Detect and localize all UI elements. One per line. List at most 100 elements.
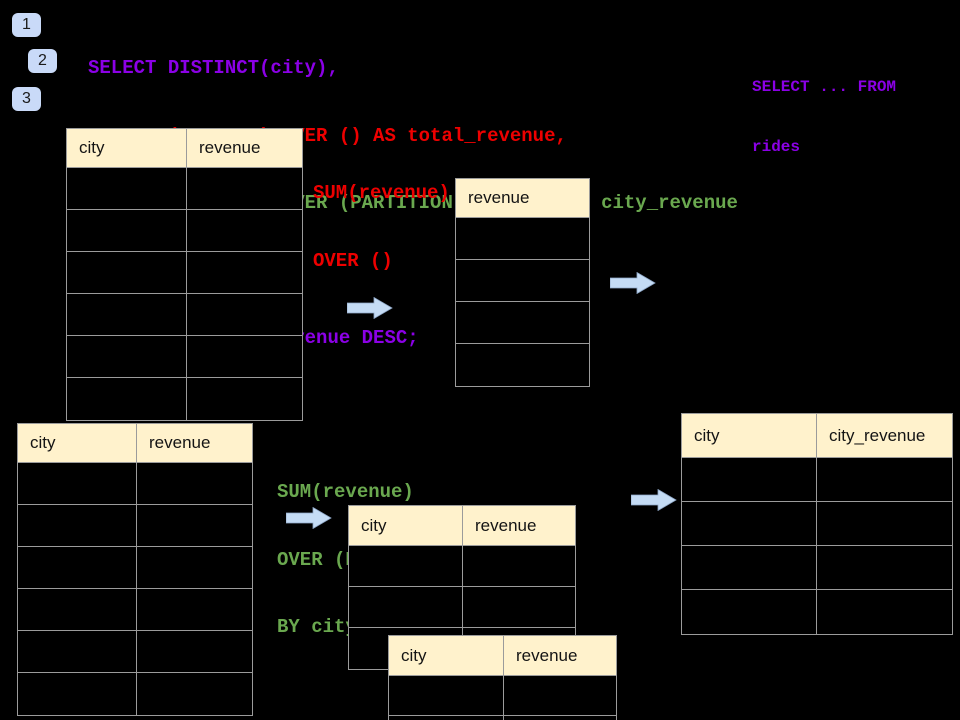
column-header-revenue: revenue bbox=[475, 515, 537, 535]
sql-line-select: SELECT DISTINCT(city), bbox=[88, 57, 339, 79]
step-badge-3-label: 3 bbox=[22, 90, 31, 107]
table-cell bbox=[817, 590, 952, 634]
table-row bbox=[18, 673, 252, 715]
table-cell bbox=[187, 210, 302, 251]
table-cell bbox=[463, 546, 575, 586]
step-badge-1: 1 bbox=[12, 13, 41, 37]
step-badge-2-label: 2 bbox=[38, 52, 47, 69]
table-cell bbox=[349, 587, 463, 627]
column-header-revenue: revenue bbox=[149, 433, 211, 452]
table-cell bbox=[817, 546, 952, 589]
table-row bbox=[682, 546, 952, 590]
column-header-revenue: revenue bbox=[468, 188, 530, 207]
table-cell bbox=[504, 716, 616, 720]
column-header-city-revenue: city_revenue bbox=[829, 425, 926, 445]
table-partition-mid-header: city revenue bbox=[349, 506, 575, 546]
table-cell bbox=[187, 378, 302, 420]
table-revenue-only: revenue bbox=[455, 178, 590, 387]
table-cell bbox=[67, 378, 187, 420]
column-header-revenue: revenue bbox=[199, 138, 261, 157]
table-row bbox=[67, 252, 302, 294]
table-row bbox=[18, 463, 252, 505]
table-cell bbox=[137, 547, 252, 588]
table-row bbox=[18, 505, 252, 547]
column-header-city: city bbox=[389, 636, 504, 675]
table-cell bbox=[187, 294, 302, 335]
table-cell bbox=[682, 502, 817, 545]
sum-over-label: SUM(revenue) OVER () bbox=[313, 137, 450, 317]
table-cell bbox=[18, 547, 137, 588]
table-cell bbox=[349, 546, 463, 586]
sum-partition-label-line1: SUM(revenue) bbox=[277, 481, 414, 503]
table-row bbox=[389, 716, 616, 720]
table-row bbox=[456, 218, 589, 260]
column-header-city: city bbox=[18, 424, 137, 462]
table-cell bbox=[187, 252, 302, 293]
table-cell bbox=[456, 260, 589, 301]
table-cell bbox=[456, 218, 589, 259]
table-row bbox=[682, 502, 952, 546]
step-badge-1-label: 1 bbox=[22, 16, 31, 33]
table-row bbox=[67, 210, 302, 252]
table-row bbox=[18, 547, 252, 589]
table-cell bbox=[817, 458, 952, 501]
select-from-note-line2: rides bbox=[752, 138, 801, 156]
flow-arrow-icon-3 bbox=[286, 507, 332, 529]
table-cell bbox=[18, 673, 137, 715]
column-header-city: city bbox=[67, 129, 187, 167]
flow-arrow-icon-4 bbox=[631, 489, 677, 511]
table-row bbox=[682, 590, 952, 634]
table-cell bbox=[456, 344, 589, 386]
select-from-note-line1: SELECT ... FROM bbox=[752, 78, 897, 96]
table-partition-overlay-header: city revenue bbox=[389, 636, 616, 676]
table-cell bbox=[18, 631, 137, 672]
table-cell bbox=[137, 463, 252, 504]
table-row bbox=[456, 344, 589, 386]
table-cell bbox=[137, 505, 252, 546]
sum-over-label-line2: OVER () bbox=[313, 249, 393, 272]
table-source-bottom: city revenue bbox=[17, 423, 253, 716]
table-row bbox=[349, 587, 575, 628]
table-row bbox=[456, 302, 589, 344]
table-cell bbox=[137, 631, 252, 672]
table-result-header: city city_revenue bbox=[682, 414, 952, 458]
table-partition-overlay: city revenue bbox=[388, 635, 617, 720]
table-row bbox=[67, 168, 302, 210]
table-row bbox=[456, 260, 589, 302]
table-row bbox=[682, 458, 952, 502]
table-row bbox=[18, 631, 252, 673]
column-header-city: city bbox=[349, 506, 463, 545]
table-cell bbox=[187, 168, 302, 209]
table-cell bbox=[682, 546, 817, 589]
sum-over-label-line1: SUM(revenue) bbox=[313, 182, 450, 204]
table-source-top-header: city revenue bbox=[67, 129, 302, 168]
step-badge-3: 3 bbox=[12, 87, 41, 111]
flow-arrow-icon-2 bbox=[610, 272, 656, 294]
table-row bbox=[389, 676, 616, 716]
column-header-city: city bbox=[682, 414, 817, 457]
table-cell bbox=[18, 589, 137, 630]
table-cell bbox=[187, 336, 302, 377]
table-cell bbox=[463, 587, 575, 627]
table-revenue-only-header: revenue bbox=[456, 179, 589, 218]
table-cell bbox=[389, 676, 504, 715]
table-cell bbox=[137, 589, 252, 630]
table-cell bbox=[389, 716, 504, 720]
table-cell bbox=[67, 252, 187, 293]
table-result-city-revenue: city city_revenue bbox=[681, 413, 953, 635]
table-cell bbox=[67, 210, 187, 251]
table-cell bbox=[456, 302, 589, 343]
table-row bbox=[67, 378, 302, 420]
table-row bbox=[67, 294, 302, 336]
table-cell bbox=[682, 458, 817, 501]
table-cell bbox=[18, 463, 137, 504]
table-cell bbox=[18, 505, 137, 546]
table-row bbox=[349, 546, 575, 587]
table-source-top: city revenue bbox=[66, 128, 303, 421]
table-cell bbox=[67, 336, 187, 377]
flow-arrow-icon-1 bbox=[347, 297, 393, 319]
select-from-rides-note: SELECT ... FROM rides bbox=[752, 37, 896, 197]
table-cell bbox=[504, 676, 616, 715]
step-badge-2: 2 bbox=[28, 49, 57, 73]
